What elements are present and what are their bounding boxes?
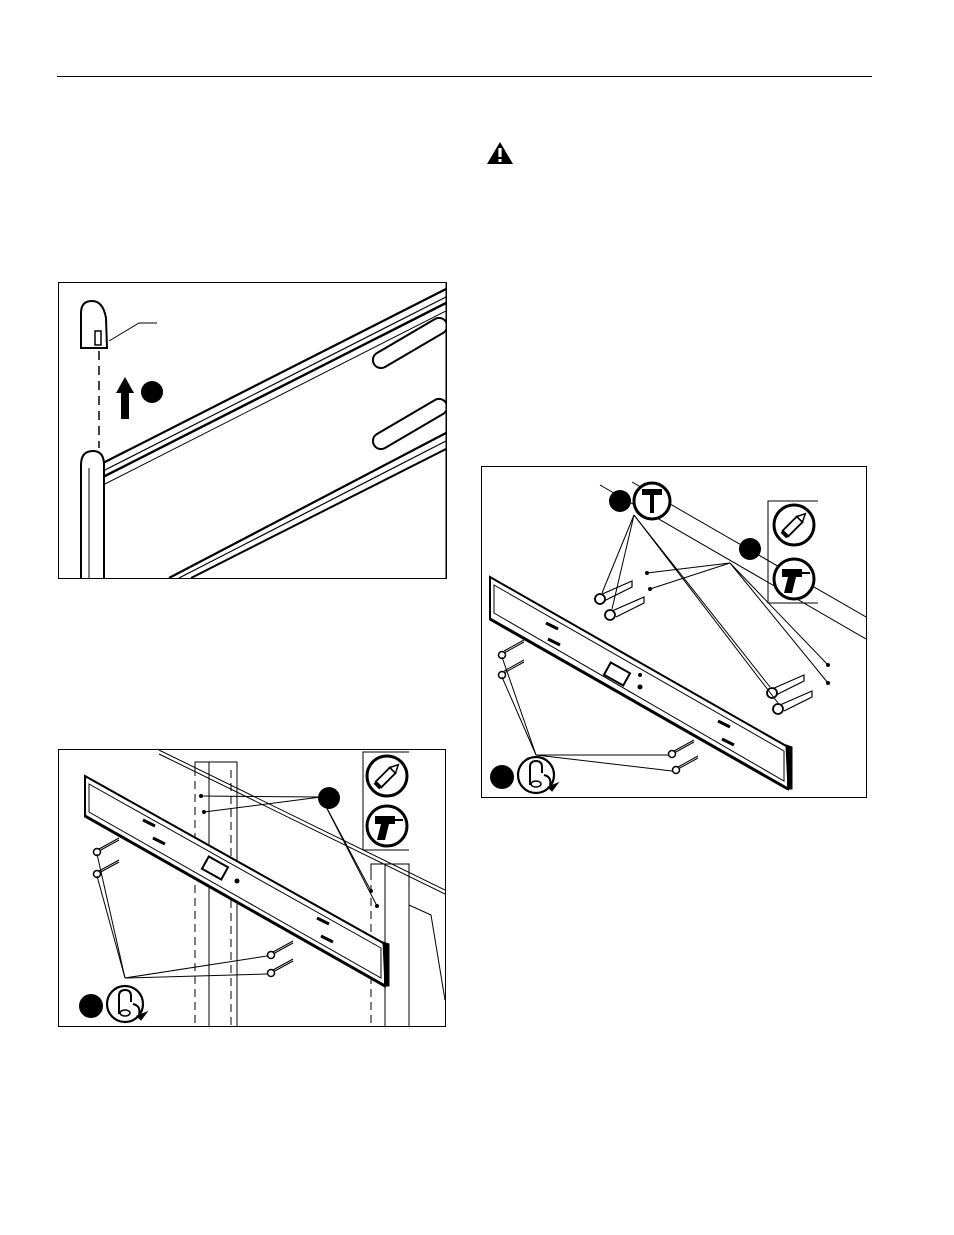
drill-icon: [774, 559, 814, 599]
step-marker-icon: [79, 994, 103, 1018]
pencil-icon: [774, 505, 814, 545]
step-marker-icon: [141, 381, 163, 403]
step-marker-icon: [318, 787, 340, 809]
tool-box: [363, 752, 409, 850]
figure-concrete-mounting: [481, 466, 867, 798]
up-arrow-icon: [116, 377, 134, 419]
warning-triangle-icon: [486, 141, 514, 165]
screwdriver-turn-icon: [107, 986, 147, 1022]
drill-icon: [367, 806, 407, 846]
pencil-icon: [367, 756, 407, 796]
tool-box: [768, 501, 818, 603]
wall-studs-illustration: [159, 750, 445, 1026]
end-cap-attached: [81, 451, 104, 578]
step-marker-icon: [609, 490, 631, 512]
end-cap-icon: [81, 301, 107, 348]
screwdriver-turn-icon: [518, 757, 558, 793]
step-marker-icon: [490, 765, 514, 789]
header-rule: [57, 76, 872, 77]
figure-end-cap-removal: [58, 282, 447, 579]
figure-wood-stud-mounting: [58, 749, 446, 1027]
step-marker-icon: [739, 538, 761, 560]
wall-plate-illustration: [99, 283, 446, 578]
hammer-icon: [634, 483, 670, 519]
